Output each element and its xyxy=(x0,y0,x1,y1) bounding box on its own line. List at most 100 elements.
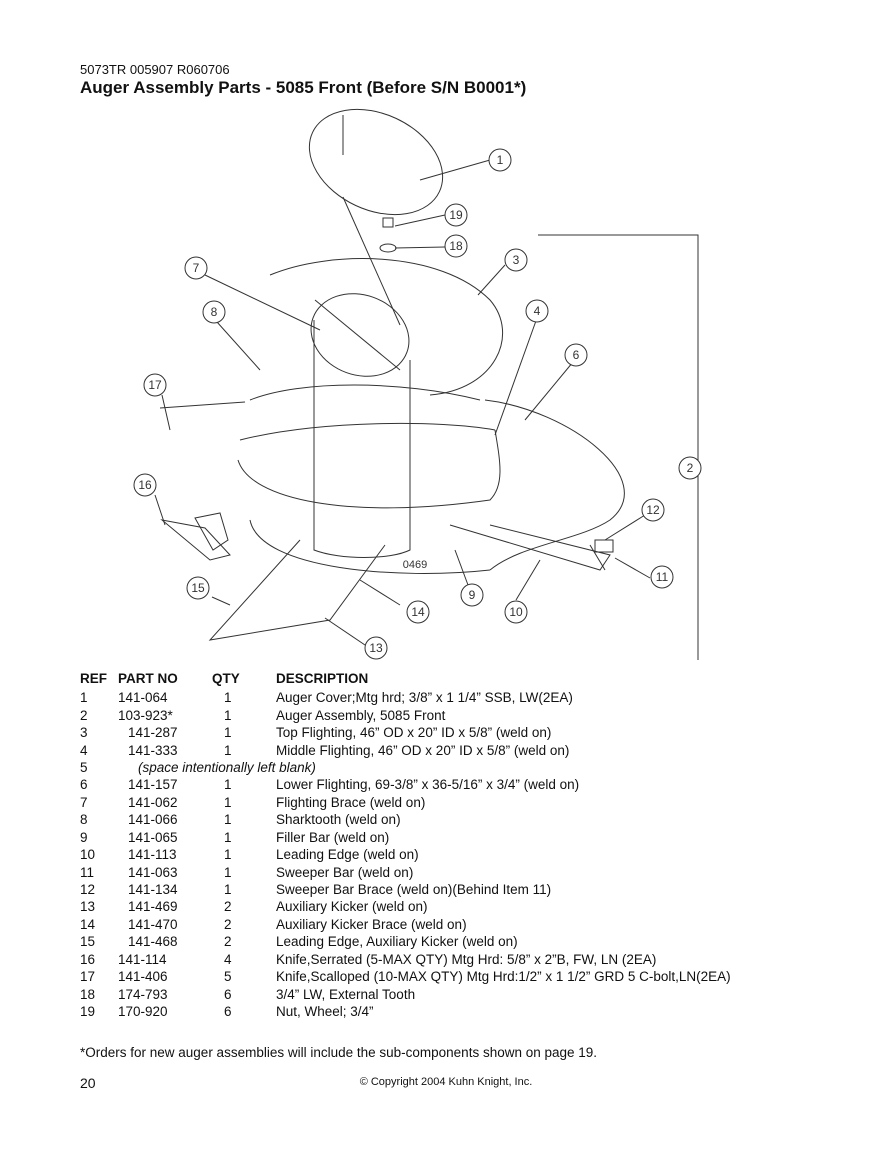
ref-cell: 12 xyxy=(80,882,96,898)
ref-cell: 8 xyxy=(80,812,88,828)
description-cell: (space intentionally left blank) xyxy=(138,759,316,775)
parts-table-body: 1 141-064 1 Auger Cover;Mtg hrd; 3/8” x 1 1… xyxy=(80,689,731,1020)
document-code: 5073TR 005907 R060706 xyxy=(80,62,230,77)
qty-cell: 2 xyxy=(224,916,232,932)
ref-cell: 6 xyxy=(80,777,88,793)
column-header-description: DESCRIPTION xyxy=(276,670,369,686)
callout-2: 2 xyxy=(687,461,694,475)
part-no-cell: 141-065 xyxy=(128,829,178,845)
ref-cell: 7 xyxy=(80,794,88,810)
ref-cell: 15 xyxy=(80,934,96,950)
part-no-cell: 141-113 xyxy=(128,847,177,863)
table-row: 4 141-333 1 Middle Flighting, 46” OD x 20” … xyxy=(80,741,731,758)
part-no-cell: 141-287 xyxy=(128,725,178,741)
callout-7: 7 xyxy=(193,261,200,275)
part-no-cell: 141-066 xyxy=(128,812,178,828)
ref-cell: 1 xyxy=(80,690,88,706)
part-no-cell: 141-470 xyxy=(128,916,178,932)
footnote: *Orders for new auger assemblies will in… xyxy=(80,1045,598,1060)
ref-cell: 2 xyxy=(80,707,88,723)
description-cell: Sharktooth (weld on) xyxy=(276,812,401,828)
qty-cell: 2 xyxy=(224,899,232,915)
ref-cell: 19 xyxy=(80,1004,96,1020)
description-cell: Sweeper Bar Brace (weld on)(Behind Item … xyxy=(276,882,552,898)
callout-17: 17 xyxy=(148,378,162,392)
part-no-cell: 174-793 xyxy=(118,986,168,1002)
ref-cell: 5 xyxy=(80,759,88,775)
callout-9: 9 xyxy=(469,588,476,602)
ref-cell: 3 xyxy=(80,725,88,741)
qty-cell: 1 xyxy=(224,690,232,706)
qty-cell: 1 xyxy=(224,882,232,898)
description-cell: Lower Flighting, 69-3/8” x 36-5/16” x 3/… xyxy=(276,777,580,793)
description-cell: 3/4” LW, External Tooth xyxy=(276,986,416,1002)
description-cell: Top Flighting, 46” OD x 20” ID x 5/8” (w… xyxy=(276,725,552,741)
callout-8: 8 xyxy=(211,305,218,319)
auger-assembly-diagram: 1 2 3 4 6 7 8 9 10 11 12 13 14 15 16 17 … xyxy=(133,108,702,660)
description-cell: Middle Flighting, 46” OD x 20” ID x 5/8”… xyxy=(276,742,570,758)
table-row: 13 141-469 2 Auxiliary Kicker (weld on) xyxy=(80,898,731,915)
description-cell: Knife,Serrated (5-MAX QTY) Mtg Hrd: 5/8”… xyxy=(276,951,657,967)
table-row: 5 (space intentionally left blank) xyxy=(80,759,731,776)
description-cell: Flighting Brace (weld on) xyxy=(276,794,426,810)
column-header-qty: QTY xyxy=(212,670,240,686)
callout-16: 16 xyxy=(138,478,152,492)
qty-cell: 4 xyxy=(224,951,232,967)
callout-1: 1 xyxy=(497,153,504,167)
part-no-cell: 141-114 xyxy=(118,951,167,967)
part-no-cell: 141-333 xyxy=(128,742,178,758)
callout-15: 15 xyxy=(191,581,205,595)
column-header-ref: REF xyxy=(80,670,107,686)
qty-cell: 6 xyxy=(224,986,232,1002)
copyright: © Copyright 2004 Kuhn Knight, Inc. xyxy=(359,1076,533,1088)
part-no-cell: 141-468 xyxy=(128,934,178,950)
ref-cell: 14 xyxy=(80,916,96,932)
ref-cell: 4 xyxy=(80,742,88,758)
callout-11: 11 xyxy=(656,570,669,584)
description-cell: Leading Edge, Auxiliary Kicker (weld on) xyxy=(276,934,518,950)
description-cell: Knife,Scalloped (10-MAX QTY) Mtg Hrd:1/2… xyxy=(276,969,731,985)
description-cell: Filler Bar (weld on) xyxy=(276,829,390,845)
part-no-cell: 141-063 xyxy=(128,864,178,880)
description-cell: Nut, Wheel; 3/4” xyxy=(276,1004,374,1020)
description-cell: Auxiliary Kicker (weld on) xyxy=(276,899,428,915)
callout-3: 3 xyxy=(513,253,520,267)
qty-cell: 1 xyxy=(224,725,232,741)
description-cell: Auger Cover;Mtg hrd; 3/8” x 1 1/4” SSB, … xyxy=(276,690,573,706)
qty-cell: 1 xyxy=(224,742,232,758)
qty-cell: 1 xyxy=(224,864,232,880)
callout-12: 12 xyxy=(646,503,660,517)
ref-cell: 13 xyxy=(80,899,96,915)
page-title: Auger Assembly Parts - 5085 Front (Befor… xyxy=(80,78,527,97)
qty-cell: 1 xyxy=(224,794,232,810)
table-row: 1 141-064 1 Auger Cover;Mtg hrd; 3/8” x 1 1… xyxy=(80,689,731,706)
qty-cell: 5 xyxy=(224,969,232,985)
callout-4: 4 xyxy=(534,304,541,318)
description-cell: Sweeper Bar (weld on) xyxy=(276,864,414,880)
callout-10: 10 xyxy=(509,605,523,619)
qty-cell: 1 xyxy=(224,707,232,723)
ref-cell: 16 xyxy=(80,951,96,967)
callout-18: 18 xyxy=(449,239,463,253)
qty-cell: 1 xyxy=(224,812,232,828)
qty-cell: 1 xyxy=(224,777,232,793)
description-cell: Auger Assembly, 5085 Front xyxy=(276,707,446,723)
column-header-part-no: PART NO xyxy=(118,670,178,686)
part-no-cell: 141-469 xyxy=(128,899,178,915)
qty-cell: 2 xyxy=(224,934,232,950)
part-no-cell: 141-064 xyxy=(118,690,168,706)
qty-cell: 6 xyxy=(224,1004,232,1020)
table-row: 3 141-287 1 Top Flighting, 46” OD x 20” ID … xyxy=(80,724,731,741)
ref-cell: 10 xyxy=(80,847,96,863)
